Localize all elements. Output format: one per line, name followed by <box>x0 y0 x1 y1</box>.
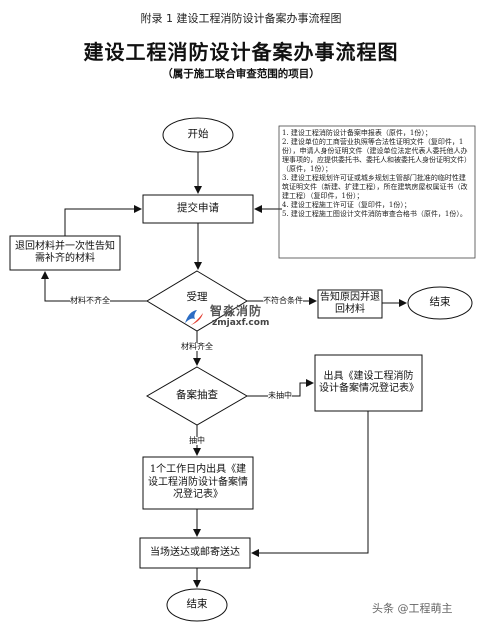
edge-accept-return <box>41 271 147 302</box>
end-right-shape <box>407 286 473 320</box>
spot-check-diamond <box>146 366 248 426</box>
edge-return-submit <box>64 205 142 236</box>
watermark-logo-icon <box>185 310 203 325</box>
watermark-url: zmjaxf.com <box>212 318 270 328</box>
footer-credit: 头条 @工程萌主 <box>372 602 453 615</box>
requirement-item: 4. 建设工程施工许可证（复印件，1份）； <box>282 201 411 209</box>
edge-label-selected: 抽中 <box>189 436 205 445</box>
edge-label-complete: 材料齐全 <box>181 342 213 351</box>
requirement-item: 1. 建设工程消防设计备案申报表（原件，1份）； <box>282 129 432 137</box>
return-materials-shape <box>9 235 121 271</box>
deliver-shape <box>139 537 251 569</box>
watermark-name: 智淼消防 <box>210 304 263 318</box>
requirements-box <box>278 125 476 259</box>
edge-label-incomplete: 材料不齐全 <box>70 296 110 305</box>
requirement-item: 2. 建设单位的工商营业执照等合法性证明文件（复印件，1份），申请人身份证明文件… <box>282 138 471 173</box>
page-title: 建设工程消防设计备案办事流程图 <box>83 40 399 64</box>
inform-return-shape <box>317 289 383 319</box>
requirements-list: 1. 建设工程消防设计备案申报表（原件，1份）； 2. 建设单位的工商营业执照等… <box>282 129 472 219</box>
issue-record-1day-shape <box>142 456 254 510</box>
requirement-item: 5. 建设工程施工图设计文件消防审查合格书（原件，1份）。 <box>282 210 467 218</box>
page-subtitle: （属于施工联合审查范围的项目） <box>162 68 320 80</box>
submit-shape <box>142 194 254 224</box>
start-shape <box>162 117 234 153</box>
end-bottom-shape <box>166 588 228 622</box>
requirement-item: 3. 建设工程规划许可证或城乡规划主管部门批准的临时性建筑证明文件（新建、扩建工… <box>282 174 468 200</box>
edge-label-not-selected: 未抽中 <box>268 391 292 400</box>
document-caption: 附录 1 建设工程消防设计备案办事流程图 <box>140 12 342 25</box>
edge-label-not-qualified: 不符合条件 <box>263 296 303 305</box>
issue-record-right-shape <box>314 354 423 412</box>
edge-record-deliver <box>251 411 369 557</box>
